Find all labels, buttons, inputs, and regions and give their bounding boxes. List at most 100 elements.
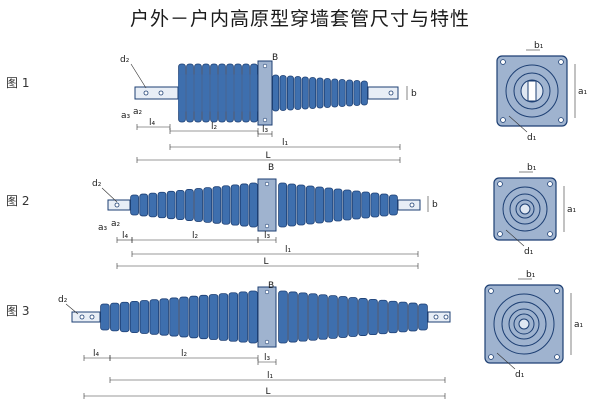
terminal-right [367,86,399,100]
undefined-hole [79,314,85,320]
shed-right-rib [324,187,334,223]
dim-label: l₂ [192,231,199,241]
shed-right-rib [288,291,298,343]
shed-left-rib [175,189,185,221]
shed-right-rib [328,295,338,339]
shed-right-rib [294,76,302,110]
shed-left-rib [198,294,209,340]
bolt-hole [558,117,564,123]
shed-right-rib [333,188,343,222]
dim-label: B [268,281,274,291]
terminal-left [134,86,179,100]
shed-right-rib [378,299,388,335]
dim-label: b [432,200,438,210]
dim-label: a₂ [133,107,143,117]
shed-right-rib [379,193,389,217]
mounting-flange-bolt [264,289,270,295]
shed-right-rib [360,80,368,106]
undefined-hole [89,314,95,320]
shed-right-rib [370,192,380,218]
dim-label: a₁ [574,320,584,330]
shed-right-rib [408,302,418,332]
dim-label: L [265,151,270,161]
flange-ring [509,193,541,225]
flange-ring [501,301,547,347]
bolt-hole [558,59,564,65]
leader-line [496,352,516,370]
shed-right-rib [318,294,328,340]
leader-line [130,63,147,89]
mounting-flange-bolt [264,223,270,229]
shed-right-rib [278,290,288,344]
terminal-left-hole [143,90,149,96]
dim-label: a₁ [567,205,577,215]
dim-label: l₁ [282,138,289,148]
shed-right-rib [316,77,324,109]
shed-right-rib [342,189,352,221]
figure-1-bushing [134,60,399,126]
flange-ring [518,318,530,330]
shed-left-rib [208,294,219,340]
shed-right-rib [388,194,398,216]
dim-label: l₃ [264,231,271,241]
shed-right-rib [272,74,280,112]
shed-left-rib [110,302,120,332]
mounting-flange [257,60,273,126]
undefined-hole [409,202,415,208]
dim-label: l₃ [264,353,271,363]
dim-label: d₁ [515,370,525,380]
shed-right-rib [331,78,339,108]
shed-left-rib [230,184,240,226]
mounting-flange-bolt [262,63,268,69]
shed-right-rib [286,75,294,111]
shed-right-rib [398,301,408,333]
bolt-hole [547,181,553,187]
mounting-flange [257,178,277,232]
bolt-hole [497,181,503,187]
bolt-hole [488,354,494,360]
mounting-flange-bolt [262,117,268,123]
mounting-flange [257,286,277,348]
dim-label: d₂ [92,179,102,189]
dim-label: l₁ [267,371,274,381]
figure-3-flange-view [484,284,564,364]
bolt-hole [500,117,506,123]
dim-label: a₁ [578,87,588,97]
dim-label: l₄ [122,231,129,241]
flange-ring [508,308,540,340]
shed-left-rib [238,291,248,343]
dim-label: b₁ [534,41,544,51]
shed-left-rib [212,186,222,224]
figure-2-label: 图 2 [6,194,30,208]
bolt-hole [500,59,506,65]
shed-left-rib [194,188,203,222]
shed-right-rib [418,303,428,331]
figure-2-bushing [107,178,421,232]
dim-label: B [272,53,278,63]
mounting-flange-bolt [264,339,270,345]
shed-right-rib [278,182,288,228]
dim-label: B [268,163,274,173]
shed-right-rib [296,184,306,226]
bolt-hole [488,288,494,294]
undefined-hole [433,314,439,320]
dim-label: b₁ [527,163,537,173]
bolt-hole [554,288,560,294]
shed-right-rib [388,300,398,334]
bolt-hole [497,231,503,237]
shed-left-rib [221,185,231,225]
shed-right-rib [353,80,361,106]
bolt-hole [554,354,560,360]
shed-left-rib [203,187,213,223]
bolt-hole [547,231,553,237]
shed-left-rib [129,300,140,333]
leader-line [65,303,79,315]
dim-label: l₃ [262,125,269,135]
figure-2-flange-view [493,177,557,241]
shed-left-rib [239,183,249,227]
shed-right-rib [358,298,368,336]
shed-right-rib [323,78,331,108]
dim-label: a₃ [121,111,131,121]
